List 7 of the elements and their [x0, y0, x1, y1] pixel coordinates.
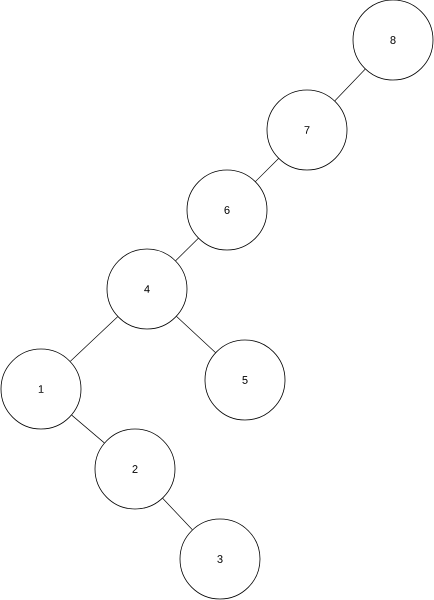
- connector-line: [70, 316, 118, 362]
- connector-line: [176, 316, 216, 353]
- connector-line: [71, 414, 105, 444]
- connector-line: [162, 498, 193, 530]
- connector-line: [334, 68, 366, 102]
- connector-line: [175, 238, 199, 261]
- connector-line: [255, 158, 279, 182]
